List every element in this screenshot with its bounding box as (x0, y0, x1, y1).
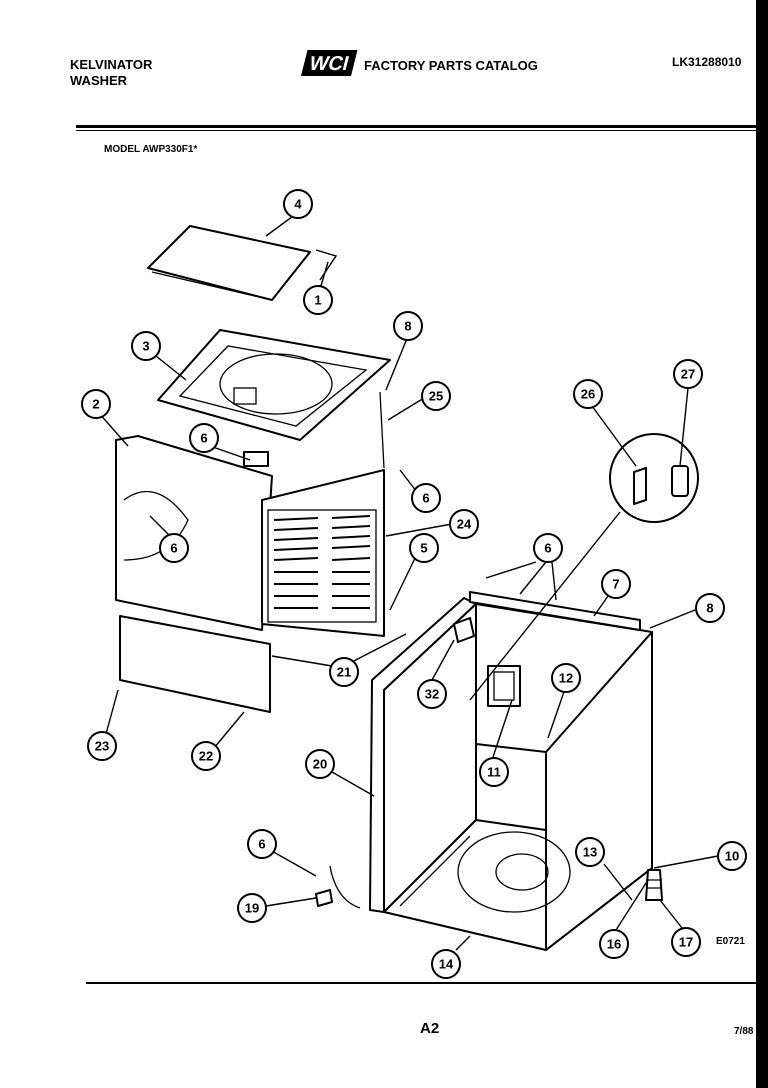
callout-26: 26 (573, 379, 603, 409)
callout-19: 19 (237, 893, 267, 923)
catalog-number: LK31288010 (672, 55, 742, 69)
hose-part (329, 865, 361, 909)
product-name: WASHER (70, 73, 128, 88)
rear-panel-part (261, 469, 385, 637)
callout-10: 10 (717, 841, 747, 871)
top-rail-part (469, 591, 641, 631)
svg-text:21: 21 (337, 665, 351, 680)
callout-23: 23 (87, 731, 117, 761)
svg-text:23: 23 (95, 739, 109, 754)
callout-24: 24 (449, 509, 479, 539)
callout-4: 4 (283, 189, 313, 219)
lid-part (147, 225, 311, 301)
svg-text:19: 19 (245, 901, 259, 916)
hinge-pin-part (315, 249, 338, 281)
callout-6b: 6 (159, 533, 189, 563)
brand-name: KELVINATOR (70, 57, 153, 72)
callout-6a: 6 (189, 423, 219, 453)
svg-text:6: 6 (170, 541, 177, 556)
print-date: 7/88 (734, 1026, 754, 1037)
svg-text:6: 6 (422, 491, 429, 506)
callout-3: 3 (131, 331, 161, 361)
callout-2: 2 (81, 389, 111, 419)
callout-6c: 6 (411, 483, 441, 513)
callout-12: 12 (551, 663, 581, 693)
callout-5: 5 (409, 533, 439, 563)
footer-rule (86, 982, 756, 984)
svg-text:11: 11 (487, 765, 501, 780)
svg-text:12: 12 (559, 671, 573, 686)
callout-6f: 6 (258, 837, 265, 852)
callout-25: 25 (421, 381, 451, 411)
svg-text:WCI: WCI (307, 53, 351, 75)
figure-code: E0721 (716, 936, 745, 947)
svg-text:10: 10 (725, 849, 739, 864)
svg-text:5: 5 (420, 541, 427, 556)
callout-11: 11 (479, 757, 509, 787)
callout-27: 27 (673, 359, 703, 389)
svg-text:2: 2 (92, 397, 99, 412)
page-number: A2 (420, 1020, 440, 1037)
bracket-part (453, 617, 475, 643)
callout-8b: 8 (695, 593, 725, 623)
svg-text:22: 22 (199, 749, 213, 764)
svg-text:32: 32 (425, 687, 439, 702)
catalog-header: WCI FACTORY PARTS CATALOG (300, 48, 538, 78)
svg-text:27: 27 (681, 367, 695, 382)
svg-text:17: 17 (679, 935, 693, 950)
back-bracket-part (379, 391, 385, 469)
callout-22: 22 (191, 741, 221, 771)
callout-20: 20 (305, 749, 335, 779)
leveling-leg-part (645, 869, 663, 901)
callout-7: 7 (601, 569, 631, 599)
brand-block: KELVINATOR WASHER (70, 57, 152, 89)
callout-21: 21 (329, 657, 359, 687)
cabinet-part (383, 603, 653, 951)
svg-text:6: 6 (544, 541, 551, 556)
svg-text:24: 24 (457, 517, 472, 532)
callout-14: 14 (431, 949, 461, 979)
svg-text:8: 8 (404, 319, 411, 334)
header-rule-thin (76, 130, 756, 131)
top-frame-part (157, 329, 391, 441)
callout-6d: 6 (533, 533, 563, 563)
catalog-title: FACTORY PARTS CATALOG (364, 57, 538, 73)
callout-6e: 6 (247, 829, 277, 859)
svg-text:25: 25 (429, 389, 443, 404)
svg-text:26: 26 (581, 387, 595, 402)
svg-text:16: 16 (607, 937, 621, 952)
svg-text:20: 20 (313, 757, 327, 772)
svg-text:1: 1 (314, 293, 321, 308)
callout-13: 13 (575, 837, 605, 867)
callout-1: 1 (303, 285, 333, 315)
model-label: MODEL AWP330F1* (104, 144, 198, 155)
callout-32: 32 (417, 679, 447, 709)
svg-text:7: 7 (612, 577, 619, 592)
svg-text:14: 14 (439, 957, 454, 972)
header-rule (76, 125, 756, 128)
callout-16: 16 (599, 929, 629, 959)
svg-text:6: 6 (200, 431, 207, 446)
svg-text:8: 8 (706, 601, 713, 616)
svg-text:6: 6 (258, 837, 265, 852)
front-panel-part (115, 435, 273, 631)
svg-text:13: 13 (583, 845, 597, 860)
svg-text:4: 4 (294, 197, 302, 212)
clip-part (315, 889, 333, 907)
lower-panel-part (119, 615, 271, 713)
wci-logo: WCI (301, 50, 358, 76)
svg-text:3: 3 (142, 339, 149, 354)
leader-lines (97, 213, 719, 951)
callout-8a: 8 (393, 311, 423, 341)
callout-17: 17 (671, 927, 701, 957)
